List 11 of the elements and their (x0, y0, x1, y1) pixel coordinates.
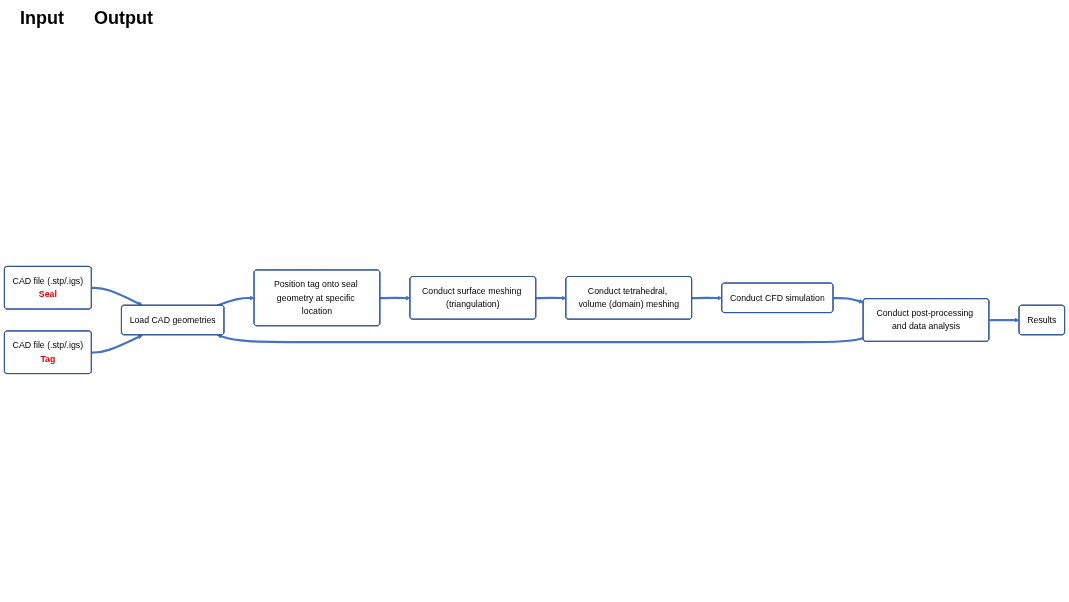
arrow (216, 334, 864, 344)
arrow (833, 296, 864, 304)
section-heading: Output (94, 8, 153, 29)
section-heading: Input (20, 8, 64, 29)
arrow (91, 334, 143, 354)
arrow (216, 295, 255, 307)
arrow (989, 317, 1020, 323)
arrow (691, 295, 723, 301)
arrow (536, 295, 567, 301)
arrow (380, 295, 411, 301)
arrow (91, 286, 143, 306)
